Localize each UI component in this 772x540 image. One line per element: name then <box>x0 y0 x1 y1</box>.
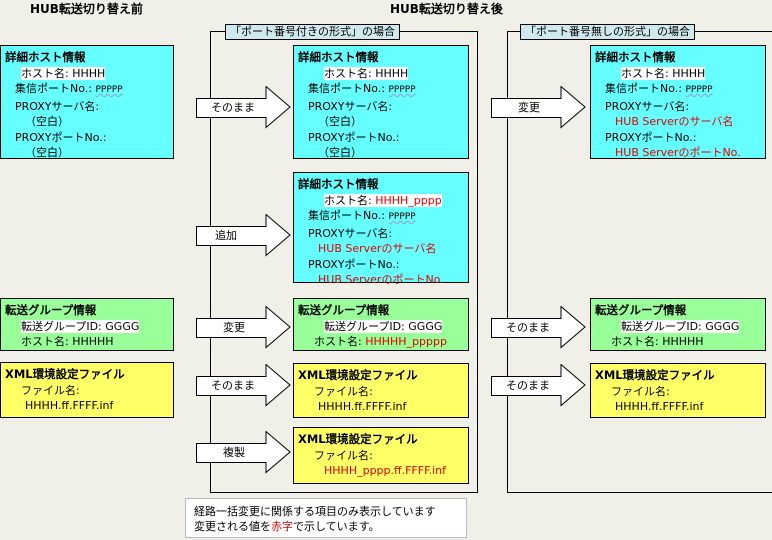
box-title: 転送グループ情報 <box>595 303 687 317</box>
box-title: XML環境設定ファイル <box>298 432 418 446</box>
proxy-server-value: HUB Serverのサーバ名 <box>318 242 437 255</box>
file-name-label: ファイル名: <box>21 383 80 397</box>
box-title: 詳細ホスト情報 <box>5 50 86 64</box>
group-info-without-port: 転送グループ情報 転送グループID: GGGG ホスト名: HHHHH <box>590 298 766 351</box>
host-value: HHHHH_ppppp <box>365 335 447 348</box>
host-value: HHHHH <box>72 335 114 348</box>
proxy-port-label: PROXYポートNo.: <box>308 130 400 144</box>
legend-note: 経路一括変更に関係する項目のみ表示しています 変更される値を赤字で示しています。 <box>185 498 467 538</box>
arrow-right-icon <box>491 305 586 349</box>
proxy-server-value: （空白） <box>318 115 362 128</box>
arrow-copy-file: 複製 <box>196 430 292 475</box>
proxy-port-label: PROXYポートNo.: <box>605 130 697 144</box>
note-line-1: 経路一括変更に関係する項目のみ表示しています <box>194 505 436 518</box>
arrow-change-group: 変更 <box>196 305 292 350</box>
group-id-label: 転送グループID: <box>21 319 102 333</box>
arrow-change-host: 変更 <box>491 85 587 130</box>
box-title: XML環境設定ファイル <box>298 368 418 382</box>
file-name-label: ファイル名: <box>611 384 670 398</box>
file-name-value: HHHH.ff.FFFF.inf <box>318 400 407 413</box>
proxy-server-value: （空白） <box>25 115 69 128</box>
box-title: 詳細ホスト情報 <box>298 50 379 64</box>
before-title: HUB転送切り替え前 <box>30 2 143 16</box>
file-name-label: ファイル名: <box>314 448 373 462</box>
proxy-server-label: PROXYサーバ名: <box>605 99 690 113</box>
proxy-port-label: PROXYポートNo.: <box>15 130 107 144</box>
arrow-keep-group: そのまま <box>491 305 587 350</box>
arrow-keep-file: そのまま <box>196 363 292 408</box>
arrow-keep-file-2: そのまま <box>491 363 587 408</box>
host-label: ホスト名: <box>21 335 69 348</box>
file-name-value: HHHH.ff.FFFF.inf <box>615 400 704 413</box>
recv-port-label: 集信ポートNo.: <box>15 82 92 95</box>
xml-file-before: XML環境設定ファイル ファイル名: HHHH.ff.FFFF.inf <box>0 362 174 418</box>
xml-file-with-port-keep: XML環境設定ファイル ファイル名: HHHH.ff.FFFF.inf <box>293 363 469 418</box>
host-info-without-port: 詳細ホスト情報 ホスト名: HHHH 集信ポートNo.: PPPPP PROXY… <box>590 45 766 159</box>
arrow-right-icon <box>491 363 586 407</box>
box-title: 転送グループ情報 <box>5 303 97 317</box>
arrow-right-icon <box>196 85 291 129</box>
proxy-port-value: （空白） <box>318 146 362 159</box>
proxy-port-value: HUB ServerのポートNo. <box>318 273 444 286</box>
arrow-right-icon <box>196 305 291 349</box>
box-title: 転送グループ情報 <box>298 303 390 317</box>
host-name-row: ホスト名: HHHH <box>21 66 106 80</box>
proxy-port-label: PROXYポートNo.: <box>308 257 400 271</box>
proxy-port-value: （空白） <box>25 146 69 159</box>
arrow-add-host: 追加 <box>196 213 292 258</box>
after-title: HUB転送切り替え後 <box>390 2 503 16</box>
arrow-right-icon <box>491 85 586 129</box>
with-port-label: 「ポート番号付きの形式」の場合 <box>225 24 400 40</box>
proxy-server-label: PROXYサーバ名: <box>15 99 100 113</box>
file-name-value: HHHH.ff.FFFF.inf <box>25 399 114 412</box>
recv-port-value: PPPPP <box>95 85 123 95</box>
xml-file-without-port: XML環境設定ファイル ファイル名: HHHH.ff.FFFF.inf <box>590 363 766 418</box>
arrow-keep-host: そのまま <box>196 85 292 130</box>
box-title: XML環境設定ファイル <box>595 368 715 382</box>
note-line-2: 変更される値を赤字で示しています。 <box>194 520 380 533</box>
proxy-server-value: HUB Serverのサーバ名 <box>615 115 734 128</box>
file-name-value: HHHH_pppp.ff.FFFF.inf <box>324 464 447 477</box>
xml-file-with-port-copy: XML環境設定ファイル ファイル名: HHHH_pppp.ff.FFFF.inf <box>293 427 469 484</box>
group-id-value: GGGG <box>105 319 140 333</box>
file-name-label: ファイル名: <box>314 384 373 398</box>
host-info-with-port-keep: 詳細ホスト情報 ホスト名: HHHH 集信ポートNo.: PPPPP PROXY… <box>293 45 469 159</box>
group-info-before: 転送グループ情報 転送グループID: GGGG ホスト名: HHHHH <box>0 298 174 351</box>
host-info-with-port-added: 詳細ホスト情報 ホスト名: HHHH_pppp 集信ポートNo.: PPPPP … <box>293 172 469 286</box>
host-info-before: 詳細ホスト情報 ホスト名: HHHH 集信ポートNo.: PPPPP PROXY… <box>0 45 174 159</box>
box-title: XML環境設定ファイル <box>5 367 125 381</box>
box-title: 詳細ホスト情報 <box>298 177 379 191</box>
proxy-server-label: PROXYサーバ名: <box>308 99 393 113</box>
arrow-right-icon <box>196 213 291 257</box>
without-port-label: 「ポート番号無しの形式」の場合 <box>520 24 695 40</box>
proxy-port-value: HUB ServerのポートNo. <box>615 146 741 159</box>
arrow-right-icon <box>196 430 291 474</box>
arrow-right-icon <box>196 363 291 407</box>
box-title: 詳細ホスト情報 <box>595 50 676 64</box>
group-info-with-port: 転送グループ情報 転送グループID: GGGG ホスト名: HHHHH_pppp… <box>293 298 469 351</box>
proxy-server-label: PROXYサーバ名: <box>308 226 393 240</box>
